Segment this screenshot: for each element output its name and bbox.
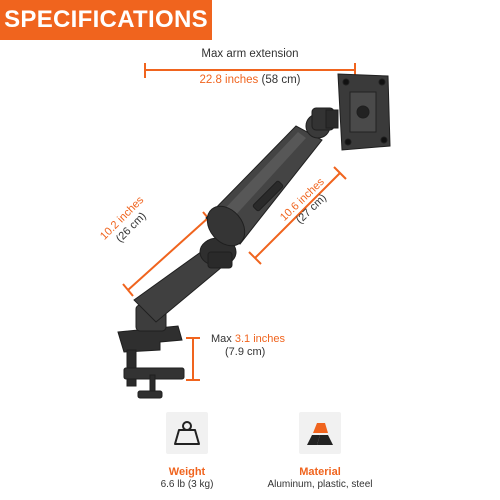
monitor-arm-illustration [117,63,391,399]
weight-feature: Weight 6.6 lb (3 kg) [102,412,272,490]
arm-extension-measurement: 22.8 inches (58 cm) [0,74,500,87]
upper-arm-dimension [248,166,347,265]
specifications-banner: SPECIFICATIONS [0,0,212,40]
height-prefix: Max [211,333,232,345]
weight-icon [174,421,200,445]
material-icon-box [299,412,341,454]
material-value: Aluminum, plastic, steel [267,479,373,490]
height-dimension [186,337,200,381]
monitor-arm [117,73,391,399]
arm-extension-inches: 22.8 inches [199,74,259,86]
arm-extension-cm: (58 cm) [261,74,301,86]
arm-extension-label: Max arm extension [201,48,299,60]
material-feature: Material Aluminum, plastic, steel [245,412,395,490]
weight-value: 6.6 lb (3 kg) [160,479,214,490]
weight-icon-box [166,412,208,454]
weight-title: Weight [168,466,206,478]
monitor-arm-figure: Max arm extension 22.8 inches (58 cm) 10… [0,48,500,399]
material-title: Material [299,466,341,478]
material-icon [307,423,333,445]
height-measurement: Max 3.1 inches (7.9 cm) [211,333,285,359]
banner-title: SPECIFICATIONS [4,6,208,33]
height-cm: (7.9 cm) [225,346,266,358]
height-inches: 3.1 inches [234,333,285,345]
